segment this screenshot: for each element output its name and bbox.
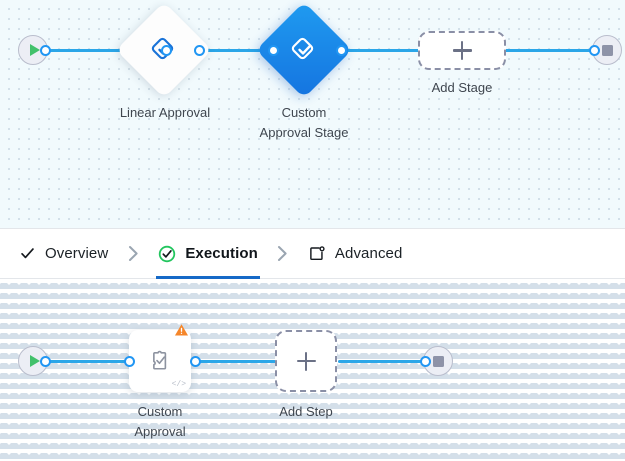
warning-icon (174, 323, 189, 337)
tab-separator-2 (260, 245, 306, 262)
tab-advanced-label: Advanced (334, 245, 403, 262)
play-icon (29, 44, 40, 56)
stop-icon (432, 355, 444, 367)
tab-overview-label: Overview (45, 245, 109, 262)
port-step-1-out[interactable] (190, 356, 201, 367)
tab-bar: Overview Execution (0, 228, 625, 279)
edge-stage-1-to-stage-2 (199, 49, 274, 52)
tab-advanced[interactable]: Advanced (306, 228, 405, 279)
port-stage-1-in[interactable] (161, 45, 172, 56)
plus-icon (296, 351, 316, 371)
check-icon (19, 245, 36, 262)
port-stage-2-in[interactable] (268, 45, 279, 56)
tab-separator-1 (110, 245, 156, 262)
add-stage-label: Add Stage (431, 80, 493, 95)
port-stage-2-out[interactable] (336, 45, 347, 56)
edge-stage-2-to-add-stage (341, 49, 425, 52)
add-stage-button[interactable] (418, 31, 506, 70)
port-step-1-in[interactable] (124, 356, 135, 367)
window-settings-icon (308, 245, 326, 263)
tab-execution-label: Execution (185, 245, 258, 262)
edge-step-1-to-add-step (196, 360, 276, 363)
stage-node-custom-approval-stage[interactable] (255, 1, 353, 99)
step-caption-custom-approval: Custom Approval (134, 404, 186, 439)
port-stage-1-out[interactable] (194, 45, 205, 56)
port-start-out[interactable] (40, 356, 51, 367)
tab-execution[interactable]: Execution (156, 228, 260, 279)
add-step-button[interactable] (275, 330, 337, 392)
plus-icon (452, 41, 472, 60)
puzzle-check-icon (129, 330, 191, 392)
port-start-out[interactable] (40, 45, 51, 56)
edge-add-stage-to-end (504, 49, 592, 52)
port-end-in[interactable] (589, 45, 600, 56)
edge-add-step-to-end (338, 360, 423, 363)
edge-start-to-stage-1 (42, 49, 167, 52)
stage-flow-canvas[interactable]: Linear Approval Custom Approval Stage Ad… (0, 0, 625, 228)
edge-start-to-step-1 (42, 360, 129, 363)
add-step-label: Add Step (279, 404, 333, 419)
check-circle-icon (158, 245, 176, 263)
stage-caption-custom-approval-stage: Custom Approval Stage (259, 105, 349, 140)
stop-icon (601, 44, 613, 56)
stage-caption-linear-approval: Linear Approval (119, 105, 211, 120)
end-node[interactable] (592, 35, 622, 65)
code-icon: </> (171, 380, 186, 389)
approval-diamond-icon (289, 35, 319, 65)
step-flow-canvas[interactable]: </> Custom Approval Add Step (0, 279, 625, 461)
end-node[interactable] (423, 346, 453, 376)
step-node-custom-approval[interactable]: </> (129, 324, 191, 392)
port-end-in[interactable] (420, 356, 431, 367)
tab-overview[interactable]: Overview (17, 228, 110, 279)
play-icon (29, 355, 40, 367)
